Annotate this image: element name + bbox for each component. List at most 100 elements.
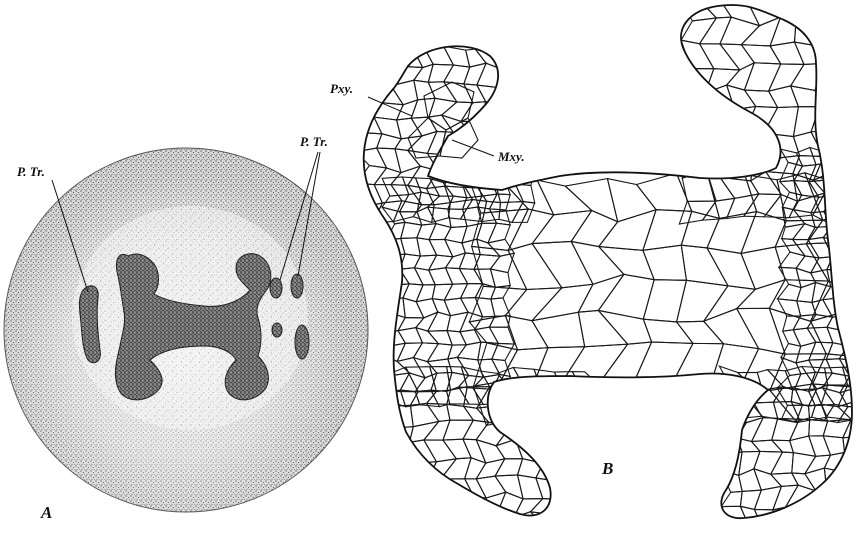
- xylem-cell: [412, 494, 435, 518]
- xylem-cell: [356, 49, 388, 66]
- xylem-cell: [501, 405, 521, 426]
- xylem-cell: [824, 504, 844, 522]
- leader-mxy: [452, 140, 494, 156]
- xylem-cell: [720, 132, 754, 157]
- xylem-cell: [707, 150, 737, 177]
- xylem-cell: [496, 169, 522, 184]
- xylem-cell: [842, 178, 861, 195]
- xylem-cell: [388, 442, 414, 463]
- xylem-cell: [412, 510, 439, 531]
- xylem-cell: [698, 106, 735, 133]
- xylem-cell: [842, 210, 860, 228]
- xylem-cell: [512, 83, 537, 102]
- xylem-cell: [408, 475, 435, 498]
- xylem-cell: [827, 152, 849, 166]
- panel-a: P. Tr. P. Tr. A: [4, 134, 368, 522]
- xylem-cell: [840, 519, 861, 537]
- xylem-cell: [570, 405, 599, 424]
- xylem-cell: [856, 299, 861, 318]
- xylem-cell: [495, 531, 529, 538]
- label-mxy: Mxy.: [497, 149, 525, 164]
- xylem-cell: [601, 381, 659, 426]
- xylem-cell: [755, 524, 778, 538]
- xylem-cell: [841, 452, 861, 472]
- xylem-cell: [837, 61, 861, 90]
- xylem-cell: [512, 64, 542, 88]
- xylem-cell: [464, 533, 487, 538]
- label-ptr-right: P. Tr.: [300, 134, 328, 149]
- xylem-cell: [682, 129, 709, 154]
- xylem-cell: [824, 194, 845, 212]
- xylem-cell: [836, 17, 861, 42]
- xylem-cell: [566, 510, 594, 534]
- xylem-cell: [836, 487, 861, 507]
- xylem-cell: [852, 407, 861, 422]
- xylem-cell: [854, 227, 861, 243]
- xylem-cell: [552, 534, 577, 538]
- xylem-cell: [513, 100, 538, 117]
- xylem-cell: [566, 498, 599, 513]
- xylem-cell: [837, 89, 861, 110]
- xylem-cell: [843, 283, 861, 299]
- xylem-cell: [827, 162, 850, 179]
- xylem-cell: [569, 475, 599, 500]
- xylem-cell: [552, 403, 578, 424]
- xylem-cell: [549, 513, 577, 536]
- xylem-cell: [570, 385, 599, 409]
- xylem-cell: [722, 401, 746, 424]
- xylem-cell: [519, 404, 542, 425]
- xylem-cell: [857, 344, 861, 363]
- xylem-cell: [856, 283, 861, 302]
- xylem-cell: [841, 257, 861, 271]
- xylem-cell: [565, 377, 623, 426]
- xylem-cell: [501, 385, 523, 405]
- protoxylem-strand-right-upper-b: [291, 274, 303, 298]
- xylem-cell: [499, 67, 521, 87]
- xylem-cell: [838, 151, 861, 166]
- xylem-cell: [549, 499, 582, 514]
- xylem-cell: [722, 384, 749, 406]
- xylem-cell: [835, 106, 861, 132]
- xylem-cell: [801, 522, 829, 538]
- xylem-cell: [838, 241, 861, 258]
- xylem-cell: [390, 461, 414, 479]
- xylem-cell: [426, 494, 451, 518]
- label-pxy: Pxy.: [330, 81, 353, 96]
- xylem-cell: [427, 479, 451, 495]
- xylem-cell: [388, 498, 416, 514]
- xylem-cell: [465, 167, 484, 188]
- xylem-cell: [482, 515, 511, 533]
- label-panel-a: A: [40, 503, 52, 522]
- protoxylem-strand-right-lower-a: [272, 323, 282, 337]
- xylem-cell: [410, 530, 439, 538]
- xylem-cell: [483, 531, 511, 538]
- xylem-cell: [842, 193, 861, 212]
- xylem-cell: [496, 102, 526, 121]
- xylem-cell: [831, 196, 861, 224]
- xylem-cell: [556, 456, 579, 481]
- xylem-cell: [838, 227, 860, 243]
- xylem-cell: [496, 115, 523, 137]
- xylem-cell: [813, 0, 840, 27]
- protoxylem-strand-right-upper-a: [270, 278, 282, 298]
- panel-b: Pxy. Mxy. B: [330, 0, 861, 538]
- xylem-cell: [836, 39, 861, 70]
- xylem-cell: [830, 172, 861, 199]
- xylem-cell: [552, 390, 582, 406]
- xylem-cell: [496, 517, 529, 532]
- xylem-cell: [534, 444, 565, 463]
- xylem-cell: [445, 495, 474, 514]
- xylem-cell: [854, 368, 861, 389]
- xylem-cell: [768, 521, 794, 538]
- xylem-cell: [856, 177, 861, 194]
- xylem-cell: [570, 420, 599, 445]
- xylem-cell: [853, 389, 861, 407]
- xylem-cell: [570, 439, 595, 460]
- xylem-cell: [493, 51, 521, 69]
- xylem-cell: [492, 389, 510, 406]
- xylem-cell: [518, 528, 546, 538]
- xylem-cell: [856, 193, 861, 212]
- xylem-cell: [816, 17, 840, 45]
- xylem-cell: [550, 446, 578, 460]
